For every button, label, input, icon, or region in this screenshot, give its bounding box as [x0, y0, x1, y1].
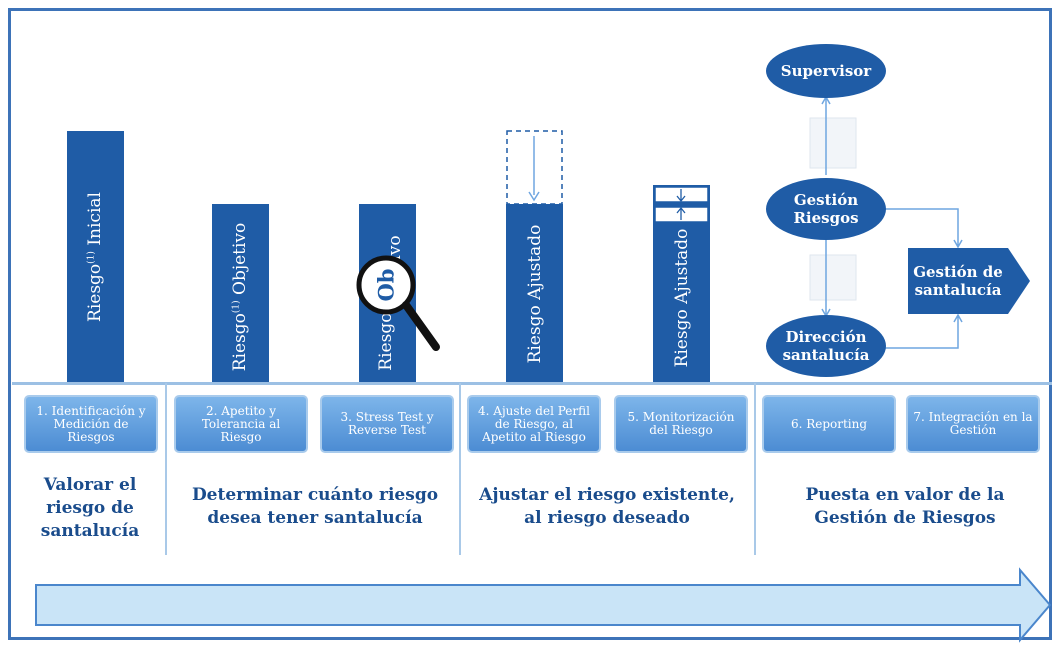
separator-2: [459, 383, 461, 555]
step-4-ajuste: 4. Ajuste del Perfil de Riesgo, al Apeti…: [467, 395, 601, 453]
arrow-direccion-to-santalucia: [885, 313, 963, 349]
down-arrow-head: [528, 191, 540, 202]
process-arrow: [35, 567, 1052, 643]
oval-direccion-santalucia: Dirección santalucía: [766, 315, 886, 377]
step-2-apetito: 2. Apetito y Tolerancia al Riesgo: [174, 395, 308, 453]
flow-connector-upper: [809, 117, 857, 169]
oval-supervisor: Supervisor: [766, 44, 886, 98]
flow-connector-lower: [809, 254, 857, 301]
magnifier-handle: [402, 301, 440, 351]
column-riesgo-inicial: [67, 131, 124, 383]
step-6-reporting: 6. Reporting: [762, 395, 896, 453]
monitor-arrow-up: [676, 206, 686, 220]
phase-caption-puesta: Puesta en valor de la Gestión de Riesgos: [805, 485, 1005, 528]
step-1-identificacion: 1. Identificación y Medición de Riesgos: [24, 395, 158, 453]
step-3-stress-test: 3. Stress Test y Reverse Test: [320, 395, 454, 453]
arrow-gestion-to-santalucia: [885, 208, 963, 249]
phase-caption-determinar: Determinar cuánto riesgo desea tener san…: [191, 485, 439, 528]
magnifier-lens: [356, 255, 416, 315]
step-7-integracion: 7. Integración en la Gestión: [906, 395, 1040, 453]
gestion-santalucia-point: [1008, 248, 1030, 314]
phase-caption-ajustar: Ajustar el riesgo existente, al riesgo d…: [479, 485, 735, 528]
separator-3: [754, 383, 756, 555]
magnifier-text: Ob: [374, 269, 399, 302]
baseline: [12, 382, 1052, 385]
column-riesgo-ajustado-1: [506, 204, 563, 383]
diagram-frame: [8, 8, 1052, 640]
step-5-monitorizacion: 5. Monitorización del Riesgo: [614, 395, 748, 453]
monitor-arrow-down: [676, 189, 686, 203]
column-riesgo-objetivo: [212, 204, 269, 383]
dashed-target-box: [506, 130, 563, 205]
separator-1: [165, 383, 167, 555]
phase-caption-valorar: Valorar el riesgo de santalucía: [40, 475, 140, 541]
oval-gestion-riesgos: Gestión Riesgos: [766, 178, 886, 240]
box-gestion-santalucia: Gestión de santalucía: [908, 248, 1008, 314]
